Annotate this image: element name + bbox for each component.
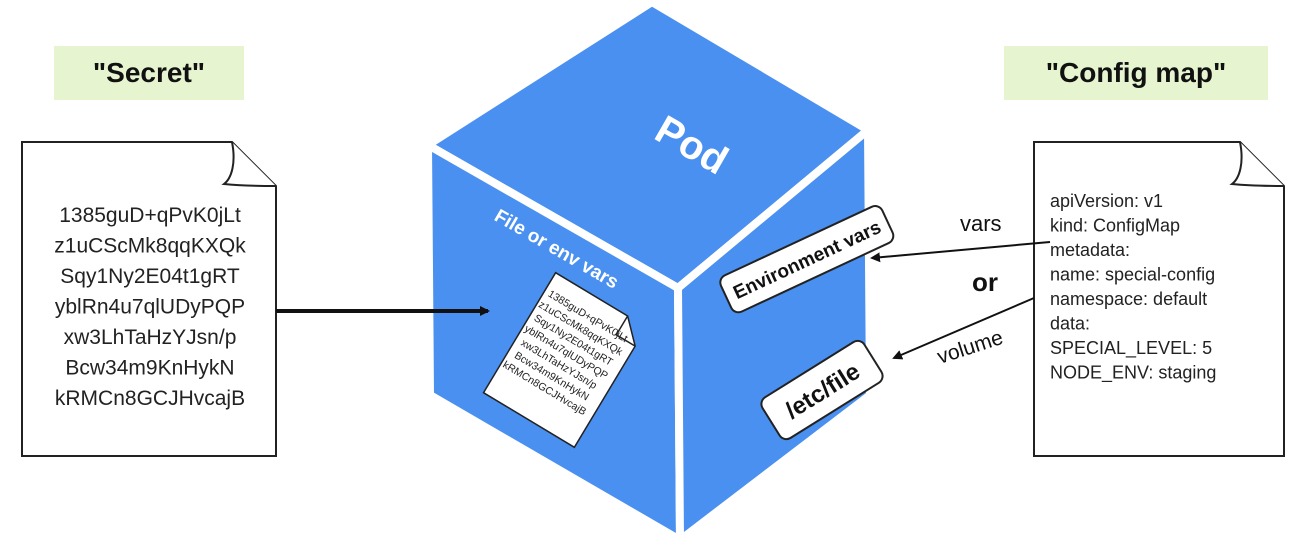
or-label: or [972,267,998,297]
configmap-to-env-vars-arrow [870,241,1051,263]
secret-doc-line: z1uCScMk8qqKXQk [54,235,246,258]
config-doc-line: metadata: [1050,240,1130,260]
config-doc-line: name: special-config [1050,265,1215,285]
secret-doc-line: Sqy1Ny2E04t1gRT [60,265,240,288]
secret-doc-line: kRMCn8GCJHvcajB [55,387,245,410]
secret-doc-line: Bcw34m9KnHykN [65,357,234,380]
config-map-document: apiVersion: v1 kind: ConfigMap metadata: n… [1033,141,1285,457]
config-doc-line: apiVersion: v1 [1050,191,1163,211]
volume-label: volume [934,326,1005,369]
config-map-document-text: apiVersion: v1 kind: ConfigMap metadata: n… [1050,191,1216,384]
vars-label: vars [960,211,1002,236]
pod-secret-file: 1385guD+qPvK0jLtz1uCScMk8qqKXQkSqy1Ny2E0… [482,271,636,449]
secret-title: "Secret" [54,46,244,100]
secret-document-text: 1385guD+qPvK0jLt z1uCScMk8qqKXQkSqy1Ny2E0… [54,204,246,410]
config-doc-line: kind: ConfigMap [1050,216,1180,236]
configmap-to-etc-file-arrow [892,297,1035,360]
secret-doc-line: xw3LhTaHzYJsn/p [64,326,237,349]
config-doc-line: SPECIAL_LEVEL: 5 [1050,338,1212,359]
config-map-title: "Config map" [1004,46,1268,100]
pod-secret-file-text: 1385guD+qPvK0jLtz1uCScMk8qqKXQkSqy1Ny2E0… [501,288,630,418]
config-doc-line: data: [1050,314,1090,334]
secret-doc-line: yblRn4u7qlUDyPQP [55,296,245,319]
config-doc-line: namespace: default [1050,289,1207,309]
secret-doc-line: 1385guD+qPvK0jLt [59,204,241,227]
secret-document: 1385guD+qPvK0jLt z1uCScMk8qqKXQkSqy1Ny2E0… [21,141,277,457]
config-doc-line: NODE_ENV: staging [1050,363,1216,384]
